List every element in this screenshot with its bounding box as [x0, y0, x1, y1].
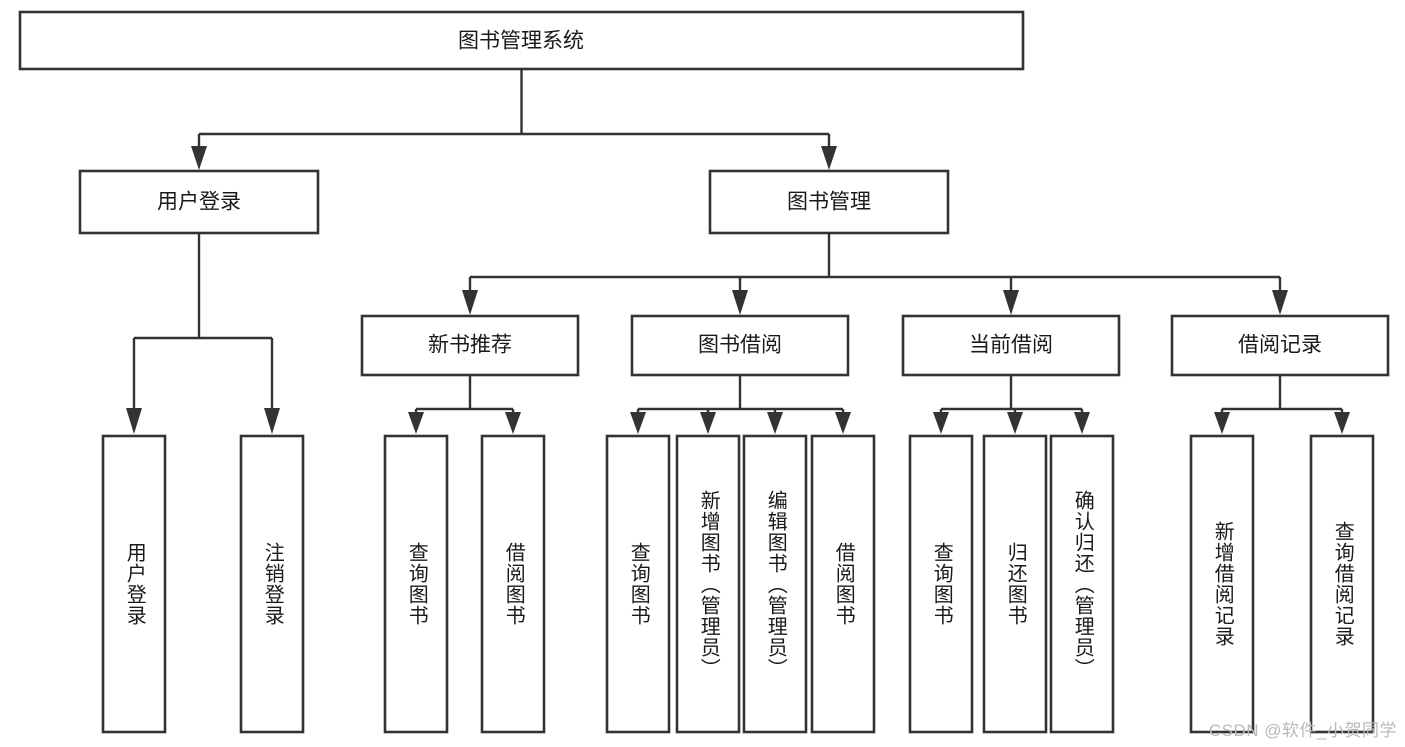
edge-group-user-login: [126, 233, 280, 434]
leaf-query-book-3-box[interactable]: [908, 434, 974, 734]
arrowhead-current-borrow: [1003, 290, 1019, 315]
node-current-borrow-box[interactable]: [901, 314, 1121, 377]
arrowhead-leaf-confirm-return: [1074, 412, 1090, 434]
leaf-borrow-book-1-box[interactable]: [480, 434, 546, 734]
arrowhead-leaf-borrow-book-2: [835, 412, 851, 434]
edge-group-root: [191, 69, 837, 170]
node-user-login-label: 用户登录: [157, 191, 241, 214]
leaf-box-group: [101, 434, 1375, 734]
node-new-book-rec-box[interactable]: [360, 314, 580, 377]
leaf-query-record-box[interactable]: [1309, 434, 1375, 734]
edge-group-new-book-rec: [408, 375, 521, 434]
arrowhead-leaf-return-book: [1007, 412, 1023, 434]
arrowhead-book-borrow: [732, 290, 748, 315]
leaf-confirm-return-box[interactable]: [1049, 434, 1115, 734]
leaf-borrow-book-2-box[interactable]: [810, 434, 876, 734]
node-user-login-box[interactable]: [78, 169, 320, 235]
leaf-query-book-1-box[interactable]: [383, 434, 449, 734]
node-root-label: 图书管理系统: [458, 30, 584, 53]
node-root-box[interactable]: [18, 10, 1025, 71]
leaf-return-book-box[interactable]: [982, 434, 1048, 734]
node-book-manage-box[interactable]: [708, 169, 950, 235]
leaf-user-login-box[interactable]: [101, 434, 167, 734]
arrowhead-leaf-borrow-book-1: [505, 412, 521, 434]
leaf-add-record-box[interactable]: [1189, 434, 1255, 734]
arrowhead-leaf-add-record: [1214, 412, 1230, 434]
leaf-query-book-2-box[interactable]: [605, 434, 671, 734]
arrowhead-leaf-add-book: [700, 412, 716, 434]
edge-group-book-borrow: [630, 375, 851, 434]
arrowhead-new-book-rec: [462, 290, 478, 315]
node-book-manage[interactable]: 图书管理: [708, 169, 950, 235]
leaf-edit-book-box[interactable]: [742, 434, 808, 734]
node-book-borrow-box[interactable]: [630, 314, 850, 377]
node-new-book-rec-label: 新书推荐: [428, 334, 512, 357]
arrowhead-leaf-edit-book: [767, 412, 783, 434]
node-borrow-record[interactable]: 借阅记录: [1170, 314, 1390, 377]
arrowhead-leaf-query-book-1: [408, 412, 424, 434]
node-book-manage-label: 图书管理: [787, 191, 871, 214]
arrowhead-leaf-query-record: [1334, 412, 1350, 434]
edge-group-book-manage: [462, 233, 1288, 315]
edge-group-borrow-record: [1214, 375, 1350, 434]
node-current-borrow[interactable]: 当前借阅: [901, 314, 1121, 377]
leaf-logout-box[interactable]: [239, 434, 305, 734]
arrowhead-leaf-logout: [264, 408, 280, 434]
arrowhead-leaf-user-login: [126, 408, 142, 434]
node-book-borrow-label: 图书借阅: [698, 334, 782, 357]
arrowhead-leaf-query-book-3: [933, 412, 949, 434]
node-book-borrow[interactable]: 图书借阅: [630, 314, 850, 377]
arrowhead-borrow-record: [1272, 290, 1288, 315]
arrowhead-root-to-book-manage: [821, 146, 837, 170]
arrowhead-leaf-query-book-2: [630, 412, 646, 434]
edge-group-current-borrow: [933, 375, 1090, 434]
arrowhead-root-to-user-login: [191, 146, 207, 170]
node-new-book-rec[interactable]: 新书推荐: [360, 314, 580, 377]
node-current-borrow-label: 当前借阅: [969, 334, 1053, 357]
node-borrow-record-label: 借阅记录: [1238, 334, 1322, 357]
node-borrow-record-box[interactable]: [1170, 314, 1390, 377]
leaf-add-book-box[interactable]: [675, 434, 741, 734]
node-user-login[interactable]: 用户登录: [78, 169, 320, 235]
node-root[interactable]: 图书管理系统: [18, 10, 1025, 71]
